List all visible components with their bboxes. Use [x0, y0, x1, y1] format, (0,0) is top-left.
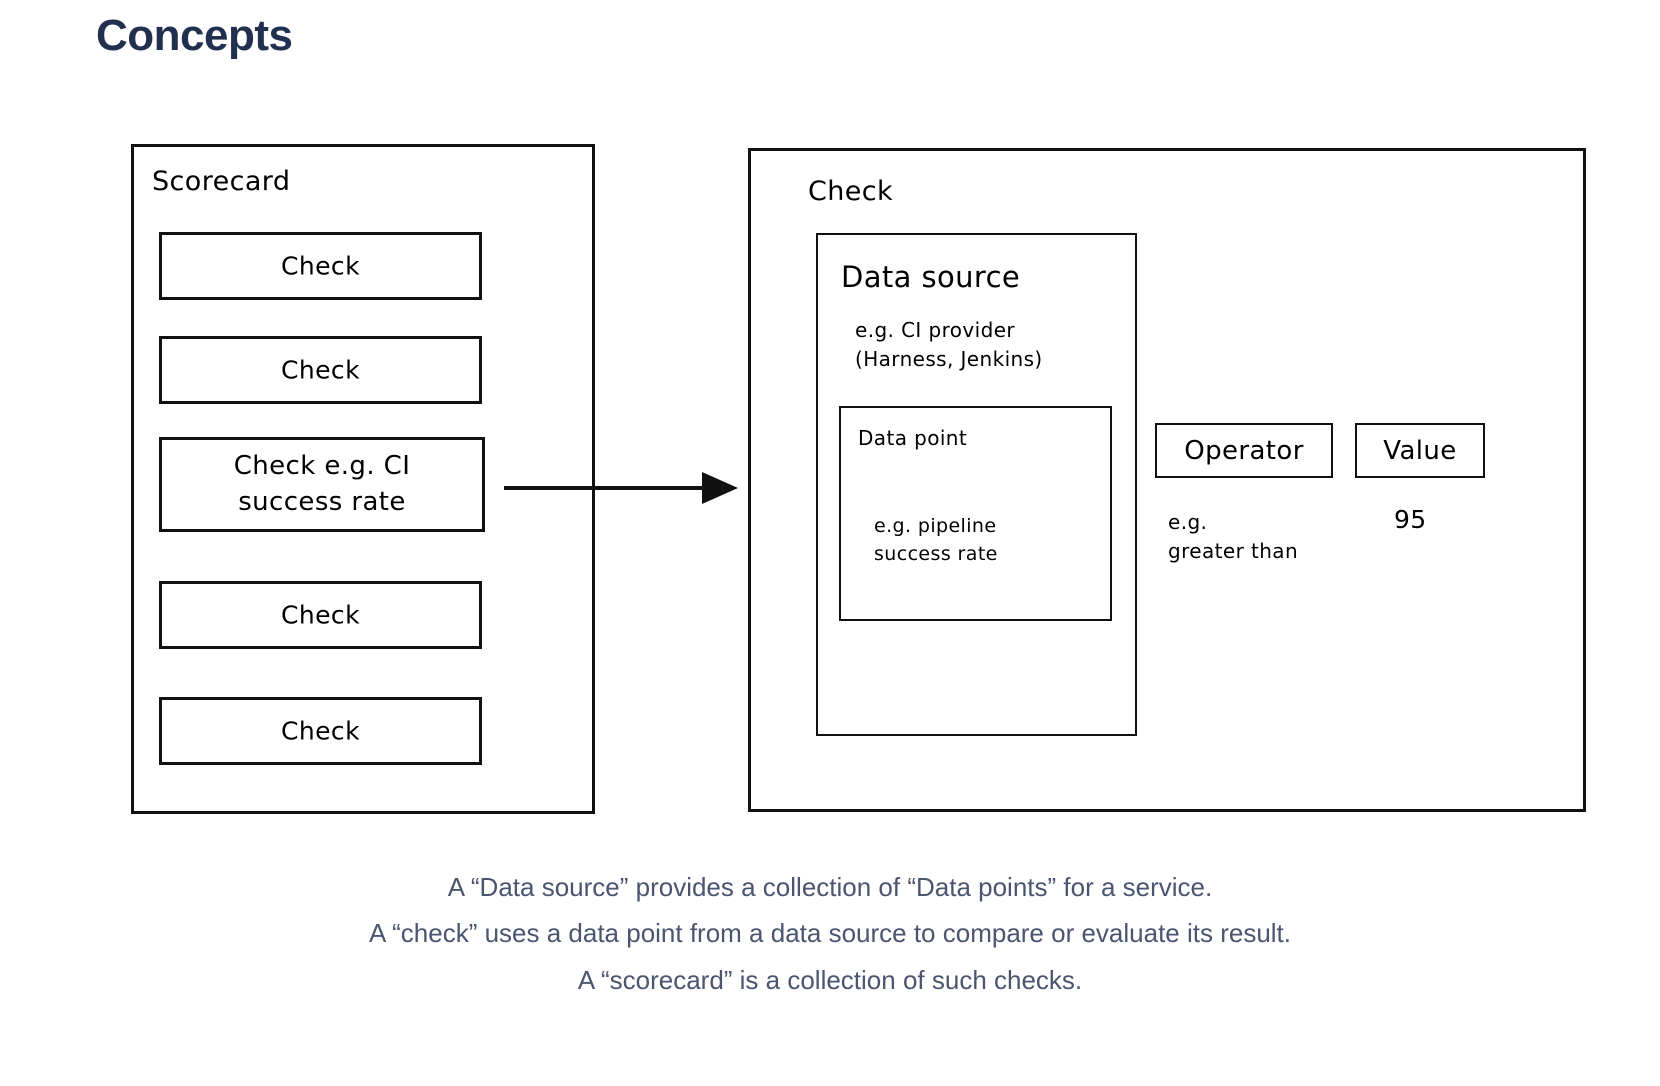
scorecard-check-item-2-label: Check	[281, 355, 360, 385]
scorecard-check-item-ci-success-rate-label: Check e.g. CI success rate	[233, 450, 411, 518]
data-point-container	[839, 406, 1112, 621]
data-source-title: Data source	[841, 260, 1021, 294]
operator-box[interactable]: Operator	[1155, 423, 1333, 478]
caption-line-2: A “check” uses a data point from a data …	[368, 918, 1292, 949]
data-point-note: e.g. pipeline success rate	[874, 515, 998, 565]
operator-note: e.g. greater than	[1168, 510, 1299, 563]
scorecard-check-item-1[interactable]: Check	[159, 232, 482, 300]
data-source-note: e.g. CI provider (Harness, Jenkins)	[855, 318, 1043, 371]
operator-label: Operator	[1184, 435, 1304, 466]
page-title: Concepts	[96, 11, 293, 60]
arrow-right-icon	[504, 472, 738, 504]
scorecard-check-item-4-label: Check	[281, 600, 360, 630]
scorecard-check-item-1-label: Check	[281, 251, 360, 281]
scorecard-check-item-2[interactable]: Check	[159, 336, 482, 404]
scorecard-title: Scorecard	[152, 166, 291, 197]
value-label: Value	[1383, 435, 1457, 466]
scorecard-check-item-5[interactable]: Check	[159, 697, 482, 765]
scorecard-check-item-4[interactable]: Check	[159, 581, 482, 649]
value-box[interactable]: Value	[1355, 423, 1485, 478]
data-point-title: Data point	[858, 426, 968, 450]
caption-line-3: A “scorecard” is a collection of such ch…	[577, 964, 1083, 995]
value-number: 95	[1394, 505, 1427, 534]
caption: A “Data source” provides a collection of…	[0, 864, 1660, 1003]
scorecard-check-item-ci-success-rate[interactable]: Check e.g. CI success rate	[159, 437, 485, 532]
caption-line-1: A “Data source” provides a collection of…	[447, 872, 1213, 902]
check-title: Check	[808, 176, 894, 207]
scorecard-check-item-5-label: Check	[281, 716, 360, 746]
